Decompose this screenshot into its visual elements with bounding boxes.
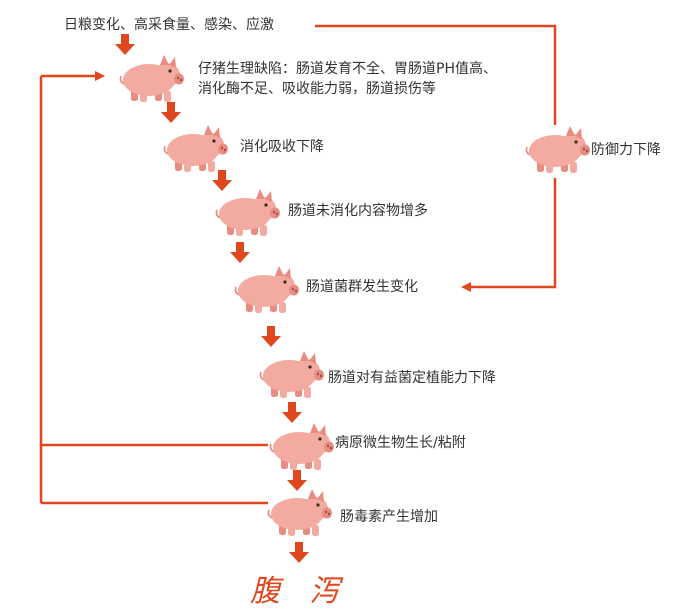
pig-icon	[118, 54, 186, 104]
pig-icon	[233, 265, 301, 315]
defense-label: 防御力下降	[591, 142, 661, 158]
undigested-label: 肠道未消化内容物增多	[288, 203, 428, 219]
pig-icon	[162, 124, 230, 174]
pig-icon	[268, 422, 336, 472]
down-arrow-icon	[211, 170, 233, 192]
down-arrow-icon	[260, 326, 282, 348]
down-arrow-icon	[281, 402, 303, 424]
down-arrow-icon	[288, 542, 310, 564]
defense-to-flora-line	[461, 178, 557, 292]
down-arrow-icon	[160, 102, 182, 124]
down-arrow-icon	[114, 34, 136, 56]
cause-to-defense-line	[315, 24, 557, 125]
defect-label-line2: 消化酶不足、吸收能力弱，肠道损伤等	[198, 81, 436, 97]
flora-label: 肠道菌群发生变化	[306, 279, 418, 295]
defect-label-line1: 仔猪生理缺陷：肠道发育不全、胃肠道PH值高、	[198, 61, 497, 77]
pathogen-label: 病原微生物生长/粘附	[335, 435, 466, 451]
digestion-label: 消化吸收下降	[240, 139, 324, 155]
pig-icon	[266, 488, 334, 538]
down-arrow-icon	[229, 242, 251, 264]
pig-icon	[258, 350, 326, 400]
pig-icon	[524, 125, 592, 175]
toxin-label: 肠毒素产生增加	[340, 509, 438, 525]
colonization-label: 肠道对有益菌定植能力下降	[328, 370, 496, 386]
cause-label: 日粮变化、高采食量、感染、应激	[64, 17, 274, 33]
down-arrow-icon	[286, 470, 308, 492]
diarrhea-result: 腹 泻	[250, 574, 350, 609]
pig-icon	[214, 188, 282, 238]
